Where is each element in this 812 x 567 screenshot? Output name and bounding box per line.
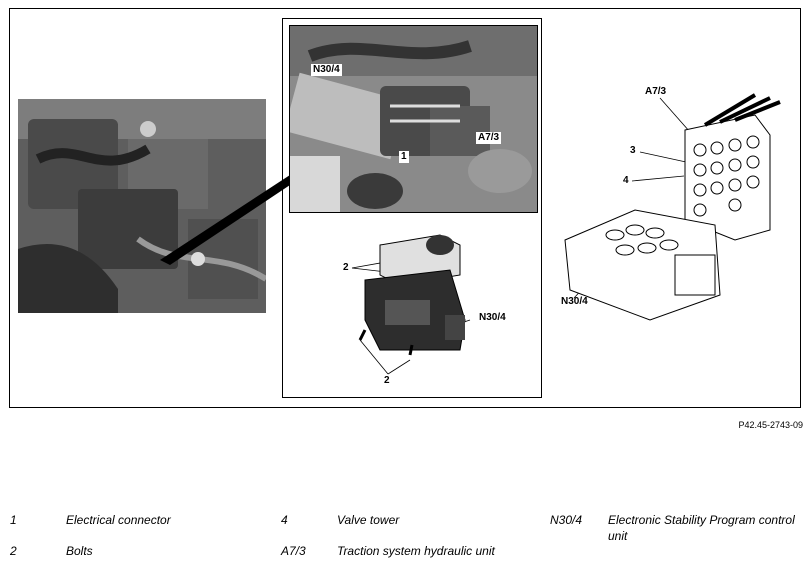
legend-text-1: Electrical connector (66, 513, 171, 527)
reference-code: P42.45-2743-09 (738, 420, 803, 430)
legend-key-2: 2 (10, 544, 17, 558)
legend-text-2: Bolts (66, 544, 93, 558)
callout-2-top: 2 (343, 262, 349, 273)
callout-2-bottom: 2 (384, 375, 390, 386)
esp-unit-drawing (350, 225, 480, 365)
legend-key-1: 1 (10, 513, 17, 527)
legend-text-n30-4: Electronic Stability Program control uni… (608, 513, 795, 543)
legend-text-a7-3: Traction system hydraulic unit (337, 544, 495, 558)
hydraulic-unit-line-drawing (555, 90, 790, 325)
legend-key-a7-3: A7/3 (281, 544, 306, 558)
hydraulic-unit-photo (289, 25, 538, 213)
diagram-frame (9, 8, 801, 408)
callout-3: 3 (630, 145, 636, 156)
legend-key-4: 4 (281, 513, 288, 527)
callout-n30-4-drawing: N30/4 (479, 312, 506, 323)
legend-text-4: Valve tower (337, 513, 400, 527)
callout-4: 4 (623, 175, 629, 186)
engine-bay-photo (18, 99, 266, 313)
callout-a7-3-drawing: A7/3 (645, 86, 667, 97)
callout-n30-4-line-drawing: N30/4 (561, 296, 588, 307)
callout-1-photo: 1 (399, 151, 409, 163)
callout-a7-3-photo: A7/3 (476, 132, 502, 144)
center-panel (282, 18, 542, 398)
legend-key-n30-4: N30/4 (550, 513, 583, 527)
callout-n30-4-photo: N30/4 (311, 64, 342, 76)
